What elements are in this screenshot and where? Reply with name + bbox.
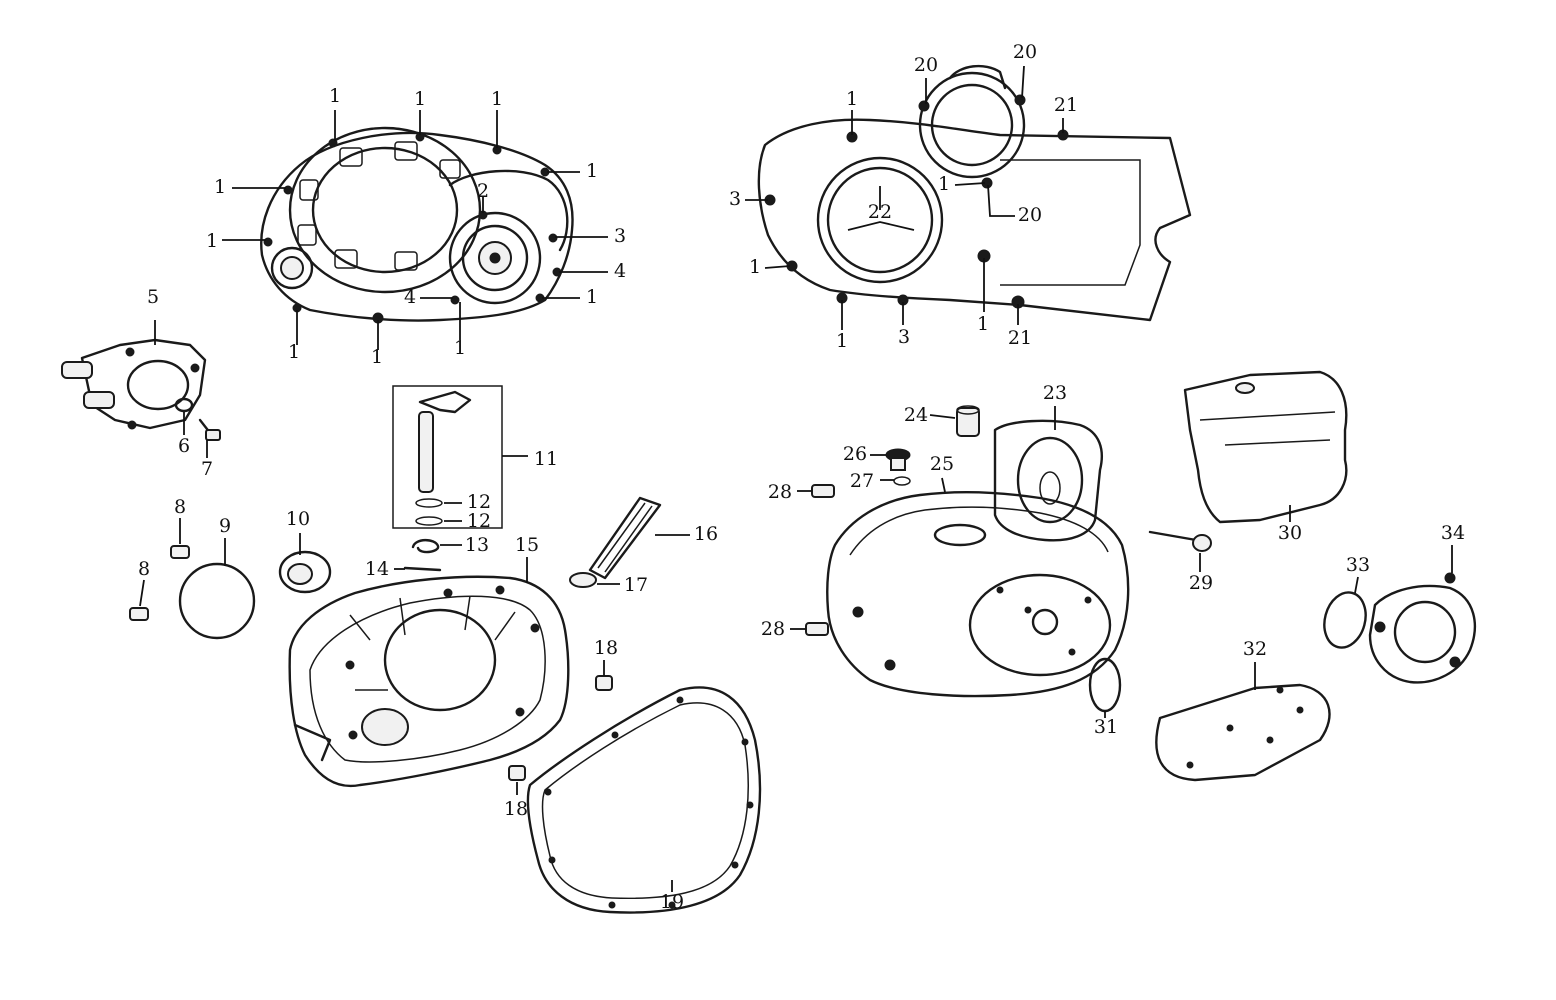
callout-28: 28 xyxy=(761,618,785,640)
callout-33: 33 xyxy=(1346,554,1370,576)
right-crankcase-cover xyxy=(757,64,1192,322)
callout-6: 6 xyxy=(178,435,190,457)
callout-14: 14 xyxy=(365,558,389,580)
callout-20: 20 xyxy=(1013,41,1037,63)
callout-18: 18 xyxy=(594,637,618,659)
callout-1: 1 xyxy=(586,160,598,182)
part-33-o-ring xyxy=(1323,591,1367,649)
callout-5: 5 xyxy=(147,286,159,308)
callout-1: 1 xyxy=(938,173,950,195)
part-17-o-ring xyxy=(569,572,597,588)
part-34-cap xyxy=(1368,572,1477,684)
part-16-oil-strainer xyxy=(588,496,662,580)
callout-1: 1 xyxy=(977,313,989,335)
part-19-gasket xyxy=(526,686,762,914)
callout-3: 3 xyxy=(614,225,626,247)
callout-1: 1 xyxy=(749,256,761,278)
callout-16: 16 xyxy=(694,523,718,545)
callout-1: 1 xyxy=(206,230,218,252)
part-14-pin xyxy=(403,566,442,572)
callout-32: 32 xyxy=(1243,638,1267,660)
part-8-dowel-pin-2 xyxy=(129,607,149,621)
callout-25: 25 xyxy=(930,453,954,475)
part-31-o-ring xyxy=(1088,657,1122,713)
callout-19: 19 xyxy=(660,891,684,913)
callout-4: 4 xyxy=(404,286,416,308)
part-28-dowel xyxy=(811,484,835,498)
callout-labels: 1 1 1 1 1 1 2 3 4 4 1 1 1 1 1 20 20 21 3… xyxy=(138,41,1465,913)
part-25-right-crankcase xyxy=(826,419,1130,698)
callout-10: 10 xyxy=(286,508,310,530)
part-12-washer xyxy=(415,498,443,508)
callout-1: 1 xyxy=(491,88,503,110)
part-6-o-ring xyxy=(174,397,194,413)
callout-12: 12 xyxy=(467,510,491,532)
part-27-washer xyxy=(893,476,911,486)
callout-23: 23 xyxy=(1043,382,1067,404)
callout-1: 1 xyxy=(846,88,858,110)
callout-34: 34 xyxy=(1441,522,1465,544)
callout-8: 8 xyxy=(138,558,150,580)
part-7-bolt xyxy=(198,418,221,441)
callout-1: 1 xyxy=(836,330,848,352)
callout-2: 2 xyxy=(477,180,489,202)
part-30-cover xyxy=(1183,370,1348,524)
callout-20: 20 xyxy=(914,54,938,76)
callout-15: 15 xyxy=(515,534,539,556)
callout-29: 29 xyxy=(1189,572,1213,594)
leader-lines xyxy=(139,65,1453,892)
callout-1: 1 xyxy=(288,341,300,363)
callout-1: 1 xyxy=(214,176,226,198)
callout-1: 1 xyxy=(454,337,466,359)
callout-1: 1 xyxy=(371,346,383,368)
callout-26: 26 xyxy=(843,443,867,465)
callout-17: 17 xyxy=(624,574,648,596)
left-crankcase-cover-outer xyxy=(260,126,574,324)
part-12-washer-2 xyxy=(415,516,443,526)
water-pump-body xyxy=(61,338,207,430)
callout-3: 3 xyxy=(898,326,910,348)
callout-24: 24 xyxy=(904,404,928,426)
shift-shaft xyxy=(418,390,472,493)
callout-21: 21 xyxy=(1008,327,1032,349)
part-18-dowel-2 xyxy=(508,765,526,781)
part-9-o-ring xyxy=(178,562,256,640)
part-10-oil-seal xyxy=(278,550,332,594)
callout-1: 1 xyxy=(414,88,426,110)
callout-21: 21 xyxy=(1054,94,1078,116)
callout-28: 28 xyxy=(768,481,792,503)
callout-12: 12 xyxy=(467,491,491,513)
callout-20: 20 xyxy=(1018,204,1042,226)
callout-1: 1 xyxy=(586,286,598,308)
part-8-dowel-pin xyxy=(170,545,190,559)
callout-31: 31 xyxy=(1094,716,1118,738)
callout-8: 8 xyxy=(174,496,186,518)
callout-9: 9 xyxy=(219,515,231,537)
part-13-spring xyxy=(411,538,440,554)
callout-4: 4 xyxy=(614,260,626,282)
callout-27: 27 xyxy=(850,470,874,492)
part-26-drain-plug xyxy=(885,448,911,471)
callout-7: 7 xyxy=(201,458,213,480)
callout-11: 11 xyxy=(534,448,558,470)
part-24-oil-filter-cap xyxy=(956,405,980,437)
callout-30: 30 xyxy=(1278,522,1302,544)
part-18-dowel xyxy=(595,675,613,691)
callout-13: 13 xyxy=(465,534,489,556)
part-15-crankcase-cover-inner xyxy=(288,575,570,788)
callout-22: 22 xyxy=(868,201,892,223)
callout-1: 1 xyxy=(329,85,341,107)
callout-18: 18 xyxy=(504,798,528,820)
part-29-bolt xyxy=(1148,530,1212,552)
part-28-dowel-2 xyxy=(805,622,829,636)
part-11-kit-box xyxy=(392,385,503,529)
part-32-gasket-plate xyxy=(1155,683,1331,782)
callout-3: 3 xyxy=(729,188,741,210)
